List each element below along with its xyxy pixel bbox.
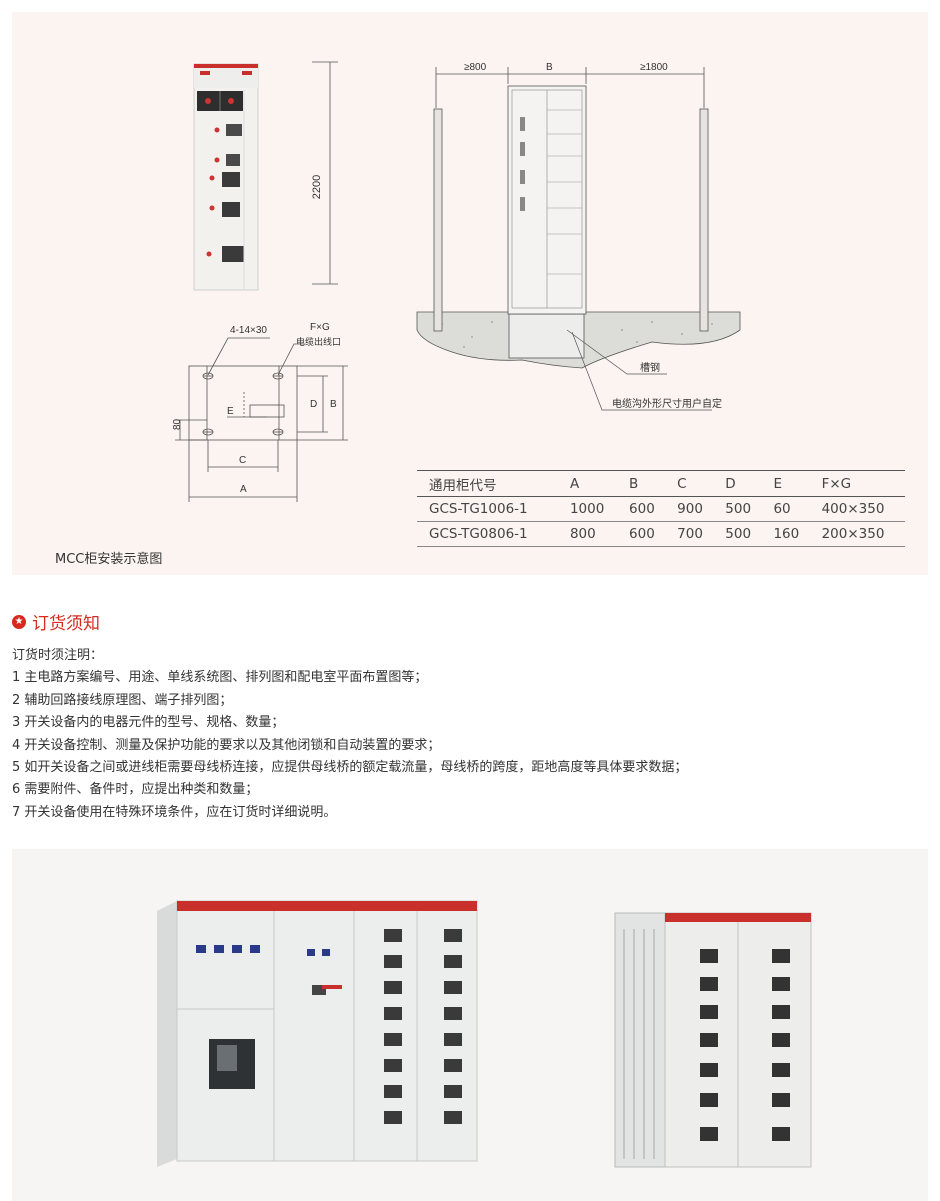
table-header: C: [677, 475, 687, 492]
cabinet-side-view: [416, 85, 741, 369]
side-view-dimensions: [435, 67, 705, 108]
dim-b-label: B: [546, 62, 553, 73]
dim-c-label: C: [239, 455, 246, 466]
fg-label: F×G: [310, 322, 330, 333]
table-cell: 800: [569, 526, 596, 542]
star-icon: ★: [12, 614, 26, 629]
list-item: 7 开关设备使用在特殊环境条件，应在订货时详细说明。: [12, 804, 337, 820]
table-cell: GCS-TG0806-1: [429, 526, 528, 542]
channel-steel-label: 槽钢: [640, 361, 660, 374]
table-cell: GCS-TG1006-1: [429, 501, 528, 517]
cabinet-plan-view: [175, 337, 348, 502]
table-cell: 60: [773, 501, 791, 517]
table-cell: 160: [773, 526, 800, 542]
table-header: B: [629, 475, 639, 492]
cable-trench-label: 电缆沟外形尺寸用户自定: [612, 397, 722, 410]
table-cell: 400×350: [821, 501, 885, 517]
switchgear-lineup-photo: [157, 900, 478, 1167]
order-notes-heading: ★ 订货须知: [12, 609, 100, 634]
table-header-row: 通用柜代号 A B C D E F×G: [417, 470, 905, 497]
dim-2200-label: 2200: [311, 175, 323, 199]
table-row: GCS-TG0806-1 800 600 700 500 160 200×350: [417, 522, 905, 547]
table-header: F×G: [821, 475, 852, 492]
height-dimension: [312, 61, 338, 285]
table-header: A: [569, 475, 580, 492]
table-cell: 1000: [569, 501, 605, 517]
installation-drawing: 2200: [172, 61, 741, 502]
dim-e-label: E: [227, 406, 234, 417]
list-item: 2 辅助回路接线原理图、端子排列图；: [12, 692, 233, 708]
table-cell: 900: [677, 501, 703, 517]
dim-b-plan-label: B: [330, 399, 337, 410]
dim-80-label: 80: [172, 418, 183, 430]
list-item: 3 开关设备内的电器元件的型号、规格、数量；: [12, 715, 285, 731]
dim-1800-label: ≥1800: [640, 62, 668, 73]
order-notes-title: 订货须知: [32, 614, 100, 634]
switchgear-pair-photo: [614, 912, 812, 1168]
side-view-leaders: [566, 329, 712, 411]
table-header: D: [725, 475, 736, 492]
product-photo-panel: [12, 849, 928, 1201]
table-cell: 600: [629, 526, 655, 542]
cabinet-spec-table: 通用柜代号 A B C D E F×G GCS-TG1006-1 1000 60…: [417, 470, 905, 547]
table-cell: 700: [677, 526, 703, 542]
order-notes-intro: 订货时须注明：: [12, 648, 104, 663]
table-cell: 200×350: [821, 526, 885, 542]
list-item: 4 开关设备控制、测量及保护功能的要求以及其他闭锁和自动装置的要求；: [12, 737, 441, 753]
cabinet-front-view: [193, 63, 259, 291]
list-item: 5 如开关设备之间或进线柜需要母线桥连接，应提供母线桥的额定载流量，母线桥的跨度…: [12, 760, 688, 776]
table-cell: 500: [725, 501, 752, 517]
list-item: 1 主电路方案编号、用途、单线系统图、排列图和配电室平面布置图等；: [12, 670, 428, 686]
table-header: 通用柜代号: [429, 477, 497, 494]
installation-diagram-panel: 2200: [12, 12, 928, 575]
list-item: 6 需要附件、备件时，应提出种类和数量；: [12, 782, 259, 798]
order-notes-list: 订货时须注明： 1 主电路方案编号、用途、单线系统图、排列图和配电室平面布置图等…: [12, 645, 687, 824]
table-row: GCS-TG1006-1 1000 600 900 500 60 400×350: [417, 497, 905, 522]
table-header: E: [773, 475, 782, 492]
product-photos: [157, 900, 812, 1168]
cable-exit-label: 电缆出线口: [296, 336, 341, 347]
dim-800-label: ≥800: [464, 62, 487, 73]
dim-a-label: A: [240, 484, 247, 495]
table-cell: 600: [629, 501, 655, 517]
table-cell: 500: [725, 526, 752, 542]
hole-spec-label: 4-14×30: [230, 325, 267, 336]
dim-d-label: D: [310, 399, 317, 410]
diagram-caption: MCC柜安装示意图: [55, 552, 163, 567]
